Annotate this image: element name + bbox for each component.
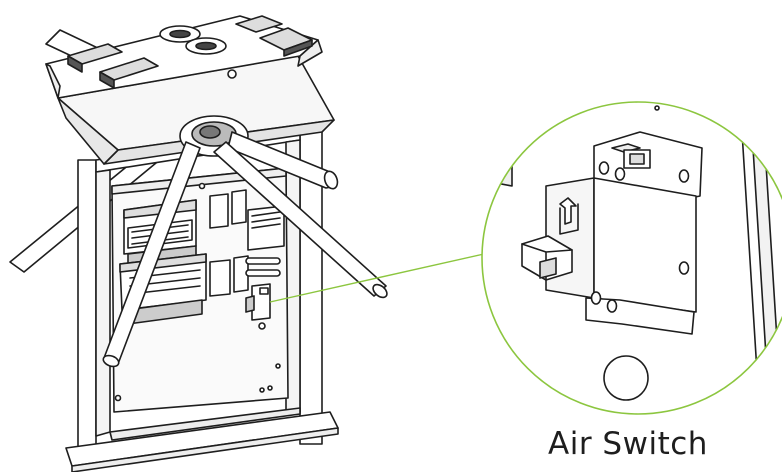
zoom-mounting-hole: [603, 355, 649, 401]
control-board-upper: [123, 199, 197, 265]
zoom-detail: [481, 101, 782, 415]
turnstile-arm-down-right: [213, 141, 388, 299]
indicator-lights-left: [67, 43, 159, 89]
slot-cutouts: [245, 257, 281, 277]
air-switch-caption: Air Switch: [548, 426, 708, 462]
switch-toggle-lever: [521, 235, 573, 281]
power-supply: [247, 205, 285, 251]
relay-modules: [209, 189, 249, 297]
air-switch-small: [245, 283, 271, 330]
pedestal-base: [65, 407, 339, 472]
indicator-lights-right: [235, 15, 313, 57]
up-arrow-icon: [559, 197, 577, 225]
card-reader-pads: [159, 25, 227, 55]
callout-zoom-circle: [481, 101, 782, 415]
turnstile-illustration: [9, 15, 388, 472]
callout-leader-line: [269, 253, 485, 303]
turnstile-arm-down-left: [102, 141, 201, 368]
air-switch-breaker: [521, 131, 703, 335]
